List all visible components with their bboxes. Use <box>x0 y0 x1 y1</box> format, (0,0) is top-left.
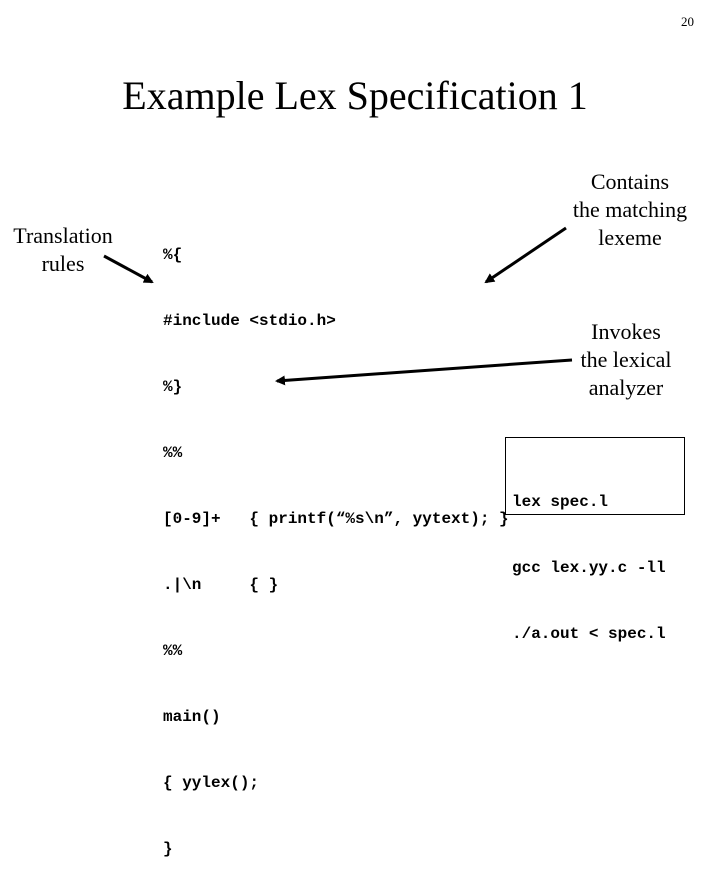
arrows-layer <box>103 226 573 386</box>
code-line: main() <box>163 708 221 726</box>
callout-line: Invokes <box>591 319 661 344</box>
page-number: 20 <box>681 14 694 29</box>
command-line: lex spec.l <box>512 493 609 511</box>
code-line: %{ <box>163 246 183 264</box>
code-line: %% <box>163 642 183 660</box>
callout-line: Contains <box>590 169 670 194</box>
arrow-to-yylex <box>275 358 573 386</box>
callout-line: the lexical <box>580 347 672 372</box>
code-line: [0-9]+ { printf(“%s\n”, yytext); } <box>163 510 509 528</box>
command-line: gcc lex.yy.c -ll <box>512 559 666 577</box>
callout-line: analyzer <box>588 375 664 400</box>
translation-rules-label-line: rules <box>41 251 85 276</box>
code-line: #include <stdio.h> <box>163 312 336 330</box>
matching-lexeme-callout: Contains the matching lexeme <box>560 168 700 252</box>
arrow-to-translation-rules <box>103 254 154 284</box>
command-line: ./a.out < spec.l <box>512 625 666 643</box>
code-line: %} <box>163 378 183 396</box>
callout-line: lexeme <box>598 225 662 250</box>
code-line: } <box>163 840 173 858</box>
translation-rules-label-line: Translation <box>13 223 113 248</box>
code-line: %% <box>163 444 183 462</box>
invokes-analyzer-callout: Invokes the lexical analyzer <box>556 318 696 402</box>
translation-rules-label: Translation rules <box>2 222 124 278</box>
code-line: { yylex(); <box>163 774 260 792</box>
code-line: .|\n { } <box>163 576 279 594</box>
callout-line: the matching <box>572 197 688 222</box>
arrow-to-matching-lexeme <box>484 226 567 284</box>
slide-title: Example Lex Specification 1 <box>122 73 588 118</box>
